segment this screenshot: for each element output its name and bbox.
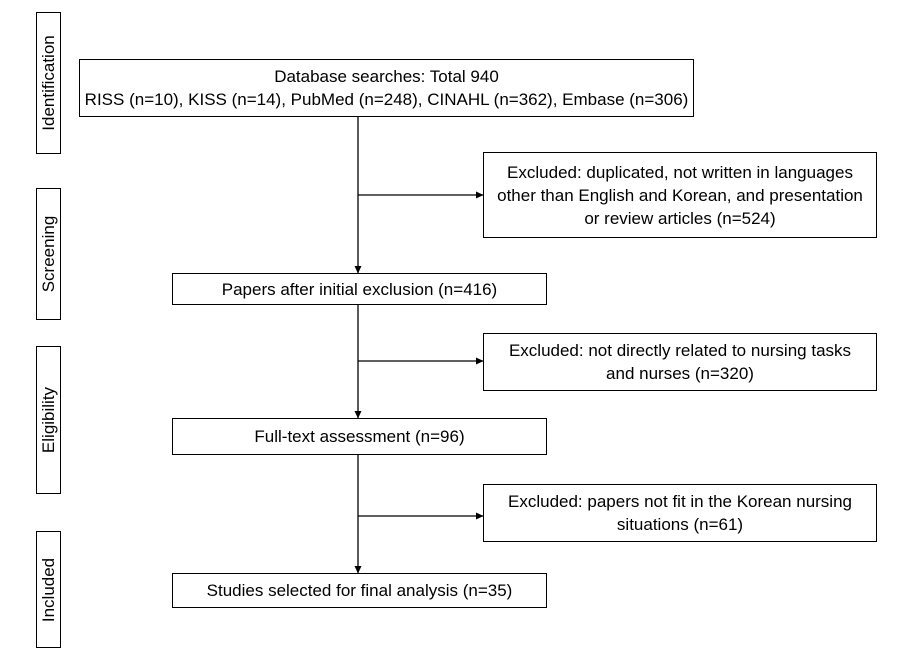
excluded-box-1: Excluded: duplicated, not written in lan…: [483, 152, 877, 238]
excluded-3-line-1: Excluded: papers not fit in the Korean n…: [508, 492, 852, 511]
final-analysis-box: Studies selected for final analysis (n=3…: [172, 573, 547, 608]
final-analysis-label: Studies selected for final analysis (n=3…: [206, 581, 513, 600]
initial-exclusion-box: Papers after initial exclusion (n=416): [172, 273, 547, 305]
full-text-assessment-box: Full-text assessment (n=96): [172, 418, 547, 455]
database-search-title: Database searches: Total 940: [274, 67, 499, 86]
database-search-sources: RISS (n=10), KISS (n=14), PubMed (n=248)…: [84, 90, 689, 109]
excluded-1-line-1: Excluded: duplicated, not written in lan…: [507, 162, 853, 182]
excluded-box-3: Excluded: papers not fit in the Korean n…: [483, 484, 877, 542]
stage-included: Included: [36, 531, 61, 648]
excluded-box-2: Excluded: not directly related to nursin…: [483, 333, 877, 391]
database-search-box: Database searches: Total 940 RISS (n=10)…: [79, 59, 694, 117]
stage-identification: Identification: [36, 12, 61, 154]
full-text-assessment-label: Full-text assessment (n=96): [254, 427, 465, 446]
excluded-3-line-2: situations (n=61): [616, 515, 744, 534]
excluded-1-line-3: or review articles (n=524): [584, 208, 776, 228]
excluded-2-line-1: Excluded: not directly related to nursin…: [508, 341, 852, 360]
excluded-1-line-2: other than English and Korean, and prese…: [497, 185, 863, 205]
stage-screening: Screening: [36, 188, 61, 320]
initial-exclusion-label: Papers after initial exclusion (n=416): [221, 279, 498, 299]
stage-eligibility: Eligibility: [36, 346, 61, 494]
excluded-2-line-2: and nurses (n=320): [606, 364, 754, 383]
